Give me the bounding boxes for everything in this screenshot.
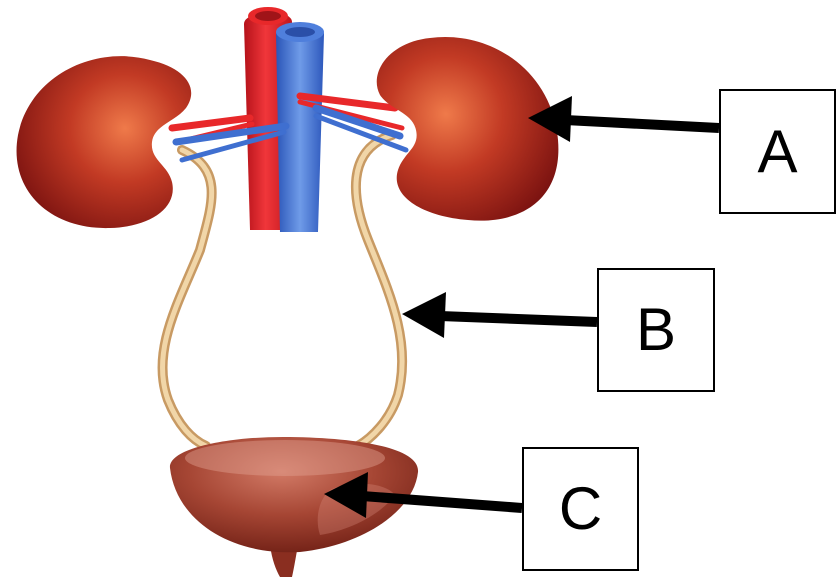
vena-cava	[276, 22, 324, 232]
label-b: B	[597, 268, 715, 392]
right-ureter-inner	[353, 132, 405, 449]
bladder	[169, 436, 419, 577]
arrow-c-head	[324, 472, 368, 518]
arrow-b-head	[402, 292, 446, 338]
arrow-a-head	[528, 96, 572, 142]
ureters	[157, 130, 408, 451]
left-kidney	[16, 56, 192, 229]
left-ureter-inner	[159, 147, 215, 449]
arrow-a-shaft	[564, 115, 720, 133]
label-a: A	[719, 89, 836, 214]
arrows	[324, 96, 720, 518]
arrow-b-shaft	[439, 311, 598, 327]
right-kidney	[376, 36, 559, 221]
renal-veins	[172, 104, 409, 163]
arrow-c-shaft	[361, 491, 523, 513]
label-c: C	[522, 447, 639, 571]
